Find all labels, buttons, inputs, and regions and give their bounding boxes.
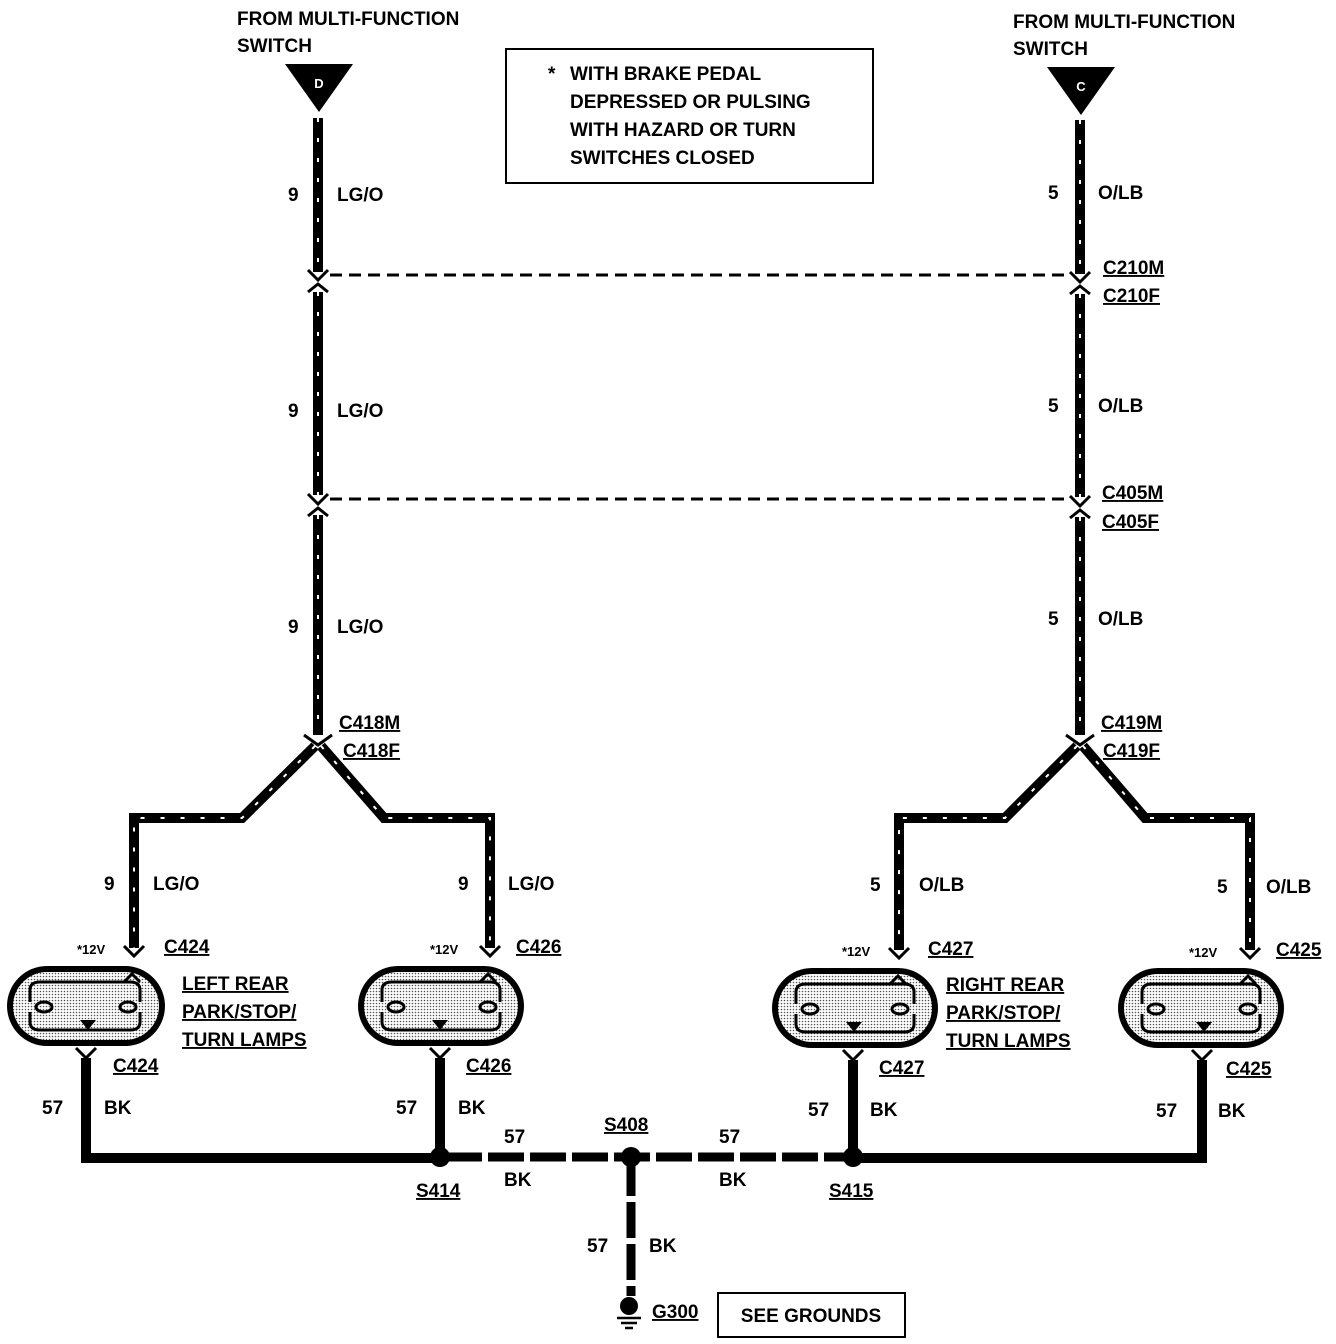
right-branch-color-2: O/LB bbox=[1266, 877, 1311, 898]
right-branch-number-1: 5 bbox=[870, 875, 881, 896]
ground-wire-color-5: BK bbox=[504, 1170, 532, 1191]
right-wire-number-2: 5 bbox=[1048, 396, 1059, 417]
voltage-note-c425: *12V bbox=[1189, 945, 1218, 960]
ground-g300: G300 bbox=[652, 1302, 698, 1323]
left-branch-color-1: LG/O bbox=[153, 874, 199, 895]
left-source-pin-marker bbox=[285, 64, 353, 112]
connector-c419m: C419M bbox=[1101, 713, 1162, 734]
left-lamp-label-1: LEFT REAR bbox=[182, 974, 289, 995]
ground-wire-number-5: 57 bbox=[504, 1127, 525, 1148]
left-wire-color-3: LG/O bbox=[337, 617, 383, 638]
connector-c427-bottom: C427 bbox=[879, 1058, 924, 1079]
splice-s414: S414 bbox=[416, 1181, 461, 1202]
left-wire-number-1: 9 bbox=[288, 185, 299, 206]
right-wire-number-3: 5 bbox=[1048, 609, 1059, 630]
ground-wire-number-3: 57 bbox=[808, 1100, 829, 1121]
lamp-c426 bbox=[358, 944, 524, 1061]
connector-c405m: C405M bbox=[1102, 483, 1163, 504]
note-line-2: DEPRESSED OR PULSING bbox=[570, 92, 811, 113]
connector-c425-bottom: C425 bbox=[1226, 1059, 1272, 1080]
left-lamp-label-3: TURN LAMPS bbox=[182, 1030, 307, 1051]
left-branch-color-2: LG/O bbox=[508, 874, 554, 895]
right-lamp-label-3: TURN LAMPS bbox=[946, 1031, 1071, 1052]
voltage-note-c426: *12V bbox=[430, 942, 459, 957]
ground-wire-number-1: 57 bbox=[42, 1098, 63, 1119]
connector-c405f: C405F bbox=[1102, 512, 1159, 533]
right-branch-color-1: O/LB bbox=[919, 875, 964, 896]
right-wire-number-1: 5 bbox=[1048, 183, 1059, 204]
connector-c210m: C210M bbox=[1103, 258, 1164, 279]
left-wire-color-2: LG/O bbox=[337, 401, 383, 422]
right-source-pin: C bbox=[1076, 79, 1086, 94]
right-wire-color-1: O/LB bbox=[1098, 183, 1143, 204]
note-line-4: SWITCHES CLOSED bbox=[570, 148, 755, 169]
connector-c426-top: C426 bbox=[516, 937, 561, 958]
right-trunk-wire bbox=[1065, 120, 1095, 747]
connector-c418f: C418F bbox=[343, 741, 400, 762]
see-grounds-label: SEE GROUNDS bbox=[741, 1306, 881, 1327]
voltage-note-c424: *12V bbox=[77, 942, 106, 957]
connector-c424-top: C424 bbox=[164, 937, 210, 958]
note-line-1: WITH BRAKE PEDAL bbox=[570, 64, 761, 85]
ground-wire-color-3: BK bbox=[870, 1100, 898, 1121]
left-wire-color-1: LG/O bbox=[337, 185, 383, 206]
right-branch-number-2: 5 bbox=[1217, 877, 1228, 898]
splice-s408: S408 bbox=[604, 1115, 648, 1136]
ground-wire-color-2: BK bbox=[458, 1098, 486, 1119]
connector-c426-bottom: C426 bbox=[466, 1056, 511, 1077]
left-source-pin: D bbox=[314, 76, 323, 91]
right-source-label-2: SWITCH bbox=[1013, 39, 1088, 60]
ground-wire-number-2: 57 bbox=[396, 1098, 417, 1119]
right-source-pin-marker bbox=[1047, 67, 1115, 115]
see-grounds-button[interactable] bbox=[717, 1292, 906, 1338]
right-branch-wires bbox=[894, 742, 1255, 950]
left-wire-number-3: 9 bbox=[288, 617, 299, 638]
ground-wires bbox=[81, 1058, 1207, 1296]
voltage-note-c427: *12V bbox=[842, 944, 871, 959]
left-source-label: FROM MULTI-FUNCTION bbox=[237, 9, 459, 30]
connector-c427-top: C427 bbox=[928, 939, 973, 960]
ground-wire-number-6: 57 bbox=[719, 1127, 740, 1148]
ground-icon bbox=[617, 1297, 641, 1330]
left-branch-wires bbox=[129, 742, 495, 948]
connector-c418m: C418M bbox=[339, 713, 400, 734]
left-trunk-wire bbox=[303, 118, 333, 747]
connector-c424-bottom: C424 bbox=[113, 1056, 159, 1077]
right-wire-color-2: O/LB bbox=[1098, 396, 1143, 417]
left-branch-number-1: 9 bbox=[104, 874, 115, 895]
right-lamp-label-1: RIGHT REAR bbox=[946, 975, 1065, 996]
connector-c419f: C419F bbox=[1103, 741, 1160, 762]
connector-c425-top: C425 bbox=[1276, 940, 1322, 961]
left-lamp-label-2: PARK/STOP/ bbox=[182, 1002, 297, 1023]
right-source-label: FROM MULTI-FUNCTION bbox=[1013, 12, 1235, 33]
lamp-c425 bbox=[1118, 946, 1284, 1063]
left-wire-number-2: 9 bbox=[288, 401, 299, 422]
right-wire-color-3: O/LB bbox=[1098, 609, 1143, 630]
note-line-3: WITH HAZARD OR TURN bbox=[570, 120, 796, 141]
ground-wire-number-4: 57 bbox=[1156, 1101, 1177, 1122]
lamp-c427 bbox=[772, 946, 938, 1063]
ground-wire-color-6: BK bbox=[719, 1170, 747, 1191]
note-star: * bbox=[548, 64, 556, 85]
lamp-c424 bbox=[7, 944, 165, 1061]
ground-wire-color-7: BK bbox=[649, 1236, 677, 1257]
left-source-label-2: SWITCH bbox=[237, 36, 312, 57]
left-branch-number-2: 9 bbox=[458, 874, 469, 895]
ground-wire-number-7: 57 bbox=[587, 1236, 608, 1257]
right-lamp-label-2: PARK/STOP/ bbox=[946, 1003, 1061, 1024]
ground-wire-color-1: BK bbox=[104, 1098, 132, 1119]
ground-wire-color-4: BK bbox=[1218, 1101, 1246, 1122]
connector-c210f: C210F bbox=[1103, 286, 1160, 307]
note-box bbox=[505, 48, 874, 184]
splice-s415: S415 bbox=[829, 1181, 874, 1202]
